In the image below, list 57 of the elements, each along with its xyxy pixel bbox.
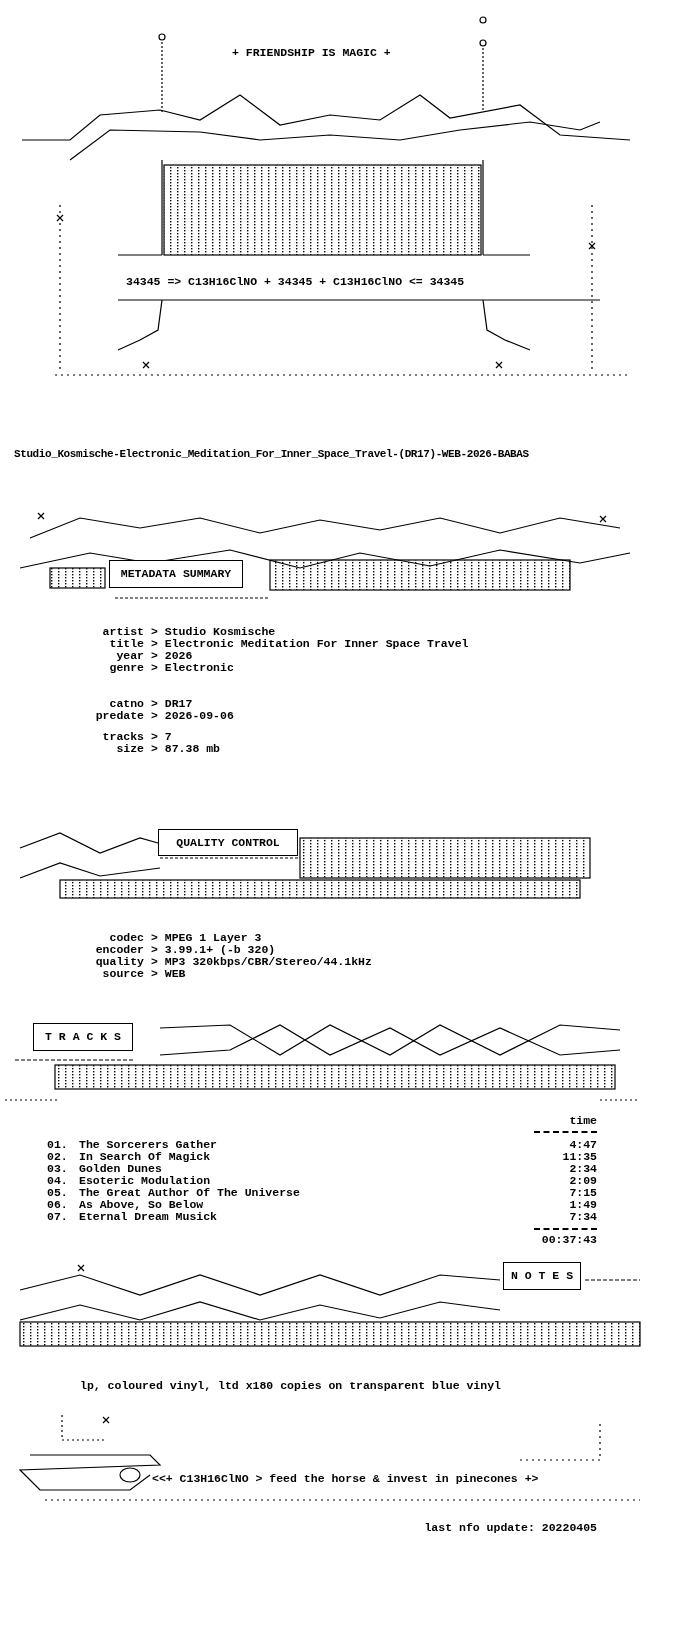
track-title: The Great Author Of The Universe <box>79 1187 300 1199</box>
field-name: tracks <box>101 731 144 743</box>
track-duration: 7:15 <box>569 1187 597 1199</box>
field-name: size <box>115 743 144 755</box>
field-name: source <box>101 968 144 980</box>
field-value: > 2026-09-06 <box>151 710 234 722</box>
notes-text: lp, coloured vinyl, ltd x180 copies on transparent blue vinyl <box>80 1380 501 1392</box>
field-value: > MP3 320kbps/CBR/Stereo/44.1kHz <box>151 956 372 968</box>
field-name: year <box>115 650 144 662</box>
section-heading-box: METADATA SUMMARY <box>109 560 243 588</box>
field-value: > Studio Kosmische <box>151 626 276 638</box>
track-number: 06. <box>47 1199 68 1211</box>
section-heading-box: T R A C K S <box>33 1023 133 1051</box>
track-title: In Search Of Magick <box>79 1151 211 1163</box>
section-heading-box: N O T E S <box>503 1262 581 1290</box>
track-title: Golden Dunes <box>79 1163 162 1175</box>
track-duration: 4:47 <box>569 1139 597 1151</box>
footer-slogan: <<+ C13H16ClNO > feed the horse & invest in pinecones +> <box>152 1473 539 1485</box>
track-duration: 11:35 <box>562 1151 597 1163</box>
field-name: encoder <box>94 944 144 956</box>
field-value: > Electronic Meditation For Inner Space Travel <box>151 638 469 650</box>
field-value: > DR17 <box>151 698 193 710</box>
track-number: 03. <box>47 1163 68 1175</box>
track-number: 02. <box>47 1151 68 1163</box>
track-title: Esoteric Modulation <box>79 1175 211 1187</box>
track-title: As Above, So Below <box>79 1199 204 1211</box>
field-name: genre <box>108 662 144 674</box>
field-name: artist <box>101 626 144 638</box>
field-value: > WEB <box>151 968 186 980</box>
track-duration: 1:49 <box>569 1199 597 1211</box>
release-name: Studio_Kosmische-Electronic_Meditation_For_Inner_Space_Travel-(DR17)-WEB-2026-BABAS <box>14 448 529 460</box>
field-name: quality <box>94 956 144 968</box>
field-value: > 2026 <box>151 650 193 662</box>
track-number: 05. <box>47 1187 68 1199</box>
field-name: codec <box>108 932 144 944</box>
column-header: time <box>569 1115 597 1127</box>
field-value: > 3.99.1+ (-b 320) <box>151 944 276 956</box>
field-value: > MPEG 1 Layer 3 <box>151 932 262 944</box>
formula-line: 34345 => C13H16ClNO + 34345 + C13H16ClNO <= 34345 <box>126 276 465 288</box>
total-duration: 00:37:43 <box>541 1234 597 1246</box>
track-duration: 7:34 <box>569 1211 597 1223</box>
banner-title: + FRIENDSHIP IS MAGIC + <box>232 47 391 59</box>
field-value: > Electronic <box>151 662 234 674</box>
track-title: Eternal Dream Musick <box>79 1211 218 1223</box>
track-number: 01. <box>47 1139 68 1151</box>
field-value: > 87.38 mb <box>151 743 220 755</box>
field-name: title <box>108 638 144 650</box>
section-heading-box: QUALITY CONTROL <box>158 829 298 856</box>
track-duration: 2:09 <box>569 1175 597 1187</box>
update-date: last nfo update: 20220405 <box>424 1522 597 1534</box>
track-number: 04. <box>47 1175 68 1187</box>
track-duration: 2:34 <box>569 1163 597 1175</box>
track-title: The Sorcerers Gather <box>79 1139 218 1151</box>
field-value: > 7 <box>151 731 172 743</box>
field-name: predate <box>94 710 144 722</box>
field-name: catno <box>108 698 144 710</box>
track-number: 07. <box>47 1211 68 1223</box>
